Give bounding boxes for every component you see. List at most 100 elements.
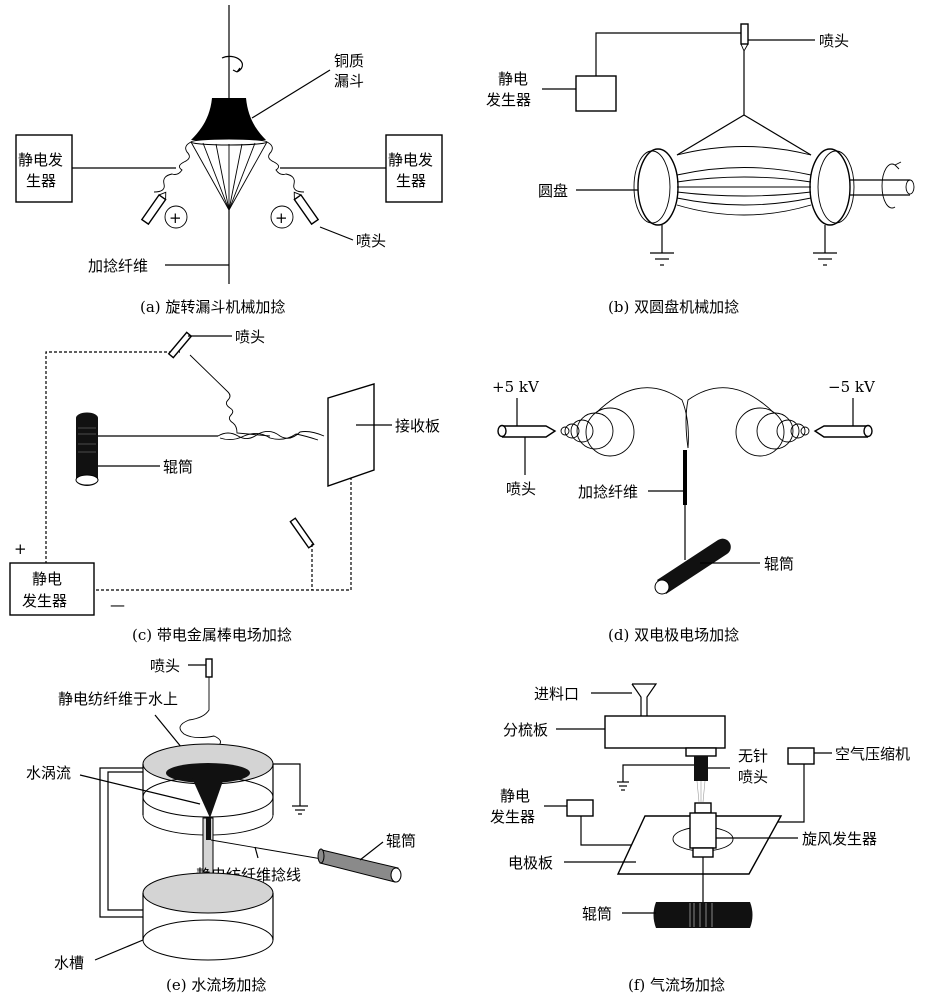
ground-left-icon [650, 225, 674, 266]
spiral-right [685, 387, 810, 457]
generator-right [385, 134, 443, 203]
label-needleless-nozzle-2: 喷头 [738, 768, 768, 786]
label-twisted-fiber-d: 加捻纤维 [578, 483, 638, 501]
plus-charge-right-icon [270, 205, 294, 229]
label-generator-c-1: 静电 [32, 570, 62, 588]
label-generator-b-1: 静电 [498, 70, 528, 88]
nozzle-c [167, 331, 193, 359]
metal-rod [289, 517, 315, 549]
cyclone-generator [689, 802, 717, 858]
caption-f: (f) 气流场加捻 [628, 976, 725, 994]
label-generator-left-2: 生器 [26, 172, 56, 190]
roller-f [653, 902, 753, 928]
label-nozzle-d: 喷头 [506, 480, 536, 498]
label-needleless-nozzle-1: 无针 [738, 747, 768, 765]
label-copper-funnel-2: 漏斗 [334, 72, 364, 90]
label-nozzle-c: 喷头 [235, 328, 265, 346]
panel-c-charged-rod: 喷头 辊筒 接收板 + 静电 发生器 — (c) 带电金属棒电场加捻 [9, 328, 440, 644]
vortex [166, 763, 250, 783]
panel-d-dual-electrode: +5 kV −5 kV 喷头 加捻纤维 [492, 378, 876, 644]
disk-right [809, 148, 851, 226]
panel-f-air-flow: 进料口 分梳板 无针 喷头 空气压缩机 静电 发生器 电极板 [490, 683, 910, 994]
label-copper-funnel-1: 铜质 [334, 52, 364, 70]
nozzle-right [293, 191, 320, 226]
label-generator-left-1: 静电发 [18, 151, 63, 169]
generator-c [9, 562, 95, 616]
distributor-plate [604, 715, 726, 749]
roller-d [654, 538, 731, 595]
caption-c: (c) 带电金属棒电场加捻 [132, 626, 292, 644]
label-vortex: 水涡流 [26, 764, 71, 782]
electrode-nozzle-left [497, 424, 557, 438]
label-generator-right-2: 生器 [396, 172, 426, 190]
label-generator-c-2: 发生器 [22, 592, 67, 610]
label-roller-f: 辊筒 [582, 905, 612, 923]
copper-funnel [191, 98, 266, 140]
label-feed-inlet: 进料口 [534, 685, 579, 703]
electrode-nozzle-right [813, 424, 873, 438]
disk-left [637, 148, 679, 226]
panel-a-rotating-funnel: 铜质 漏斗 静电发 生器 + 静电发 生器 + 喷头 加捻纤维 (a) 旋转漏斗… [15, 5, 443, 316]
label-disk: 圆盘 [538, 182, 568, 200]
label-fiber-on-water: 静电纺纤维于水上 [58, 690, 178, 708]
panel-b-double-disk: 喷头 静电 发生器 圆盘 [486, 23, 915, 316]
label-generator-f-2: 发生器 [490, 808, 535, 826]
caption-e: (e) 水流场加捻 [166, 976, 266, 994]
rotation-arrow-icon [221, 55, 243, 73]
label-nozzle-a: 喷头 [356, 232, 386, 250]
label-distributor-plate: 分梳板 [503, 721, 548, 739]
receiver-plate [327, 383, 375, 487]
spiral-left [560, 387, 689, 457]
nozzle-b [740, 23, 749, 45]
return-pipe [99, 767, 143, 918]
generator-f [566, 799, 594, 817]
label-generator-f-1: 静电 [500, 787, 530, 805]
roller-e [317, 848, 402, 883]
label-cyclone-generator: 旋风发生器 [802, 830, 877, 848]
ground-f-icon [617, 781, 629, 791]
plus-sign-c: + [14, 540, 27, 558]
label-nozzle-e: 喷头 [150, 657, 180, 675]
shaft-b [850, 179, 910, 196]
needleless-nozzle [694, 756, 708, 781]
air-compressor [787, 747, 815, 765]
caption-d: (d) 双电极电场加捻 [608, 626, 739, 644]
label-receiver-plate: 接收板 [395, 417, 440, 435]
panel-e-water-flow: 喷头 静电纺纤维于水上 水涡流 静电纺纤维捻线 [26, 657, 416, 994]
feed-inlet [631, 683, 658, 716]
wire-left [153, 141, 192, 193]
caption-b: (b) 双圆盘机械加捻 [608, 298, 739, 316]
generator-left [15, 134, 73, 203]
roller-c [76, 412, 98, 486]
ground-right-icon [813, 225, 837, 266]
ground-e-icon [292, 800, 308, 815]
rotation-arrow-b-icon [881, 161, 902, 209]
fiber-bundle [676, 146, 812, 216]
jets-f [696, 780, 706, 803]
label-positive-voltage: +5 kV [492, 378, 540, 396]
label-electrode-plate: 电极板 [508, 854, 553, 872]
leader-copper-funnel [251, 69, 331, 119]
water-tank [142, 872, 274, 961]
minus-sign-c: — [110, 596, 125, 614]
fiber-cone [190, 141, 268, 211]
label-roller-c: 辊筒 [163, 458, 193, 476]
upper-vortex-tank [142, 743, 274, 836]
twisted-yarn-e [210, 839, 323, 860]
jet-c [189, 354, 271, 437]
label-twisted-fiber-a: 加捻纤维 [88, 257, 148, 275]
label-air-compressor: 空气压缩机 [835, 745, 910, 763]
plus-right: + [275, 209, 288, 227]
plus-left: + [169, 209, 182, 227]
twisted-yarn-c [217, 431, 325, 441]
nozzle-left [140, 191, 167, 226]
nozzle-e [205, 658, 213, 678]
label-roller-e: 辊筒 [386, 832, 416, 850]
label-water-tank: 水槽 [54, 954, 84, 972]
label-roller-d: 辊筒 [764, 555, 794, 573]
plus-charge-left-icon [164, 205, 188, 229]
label-generator-right-1: 静电发 [388, 151, 433, 169]
caption-a: (a) 旋转漏斗机械加捻 [140, 298, 285, 316]
wire-right [266, 141, 305, 193]
